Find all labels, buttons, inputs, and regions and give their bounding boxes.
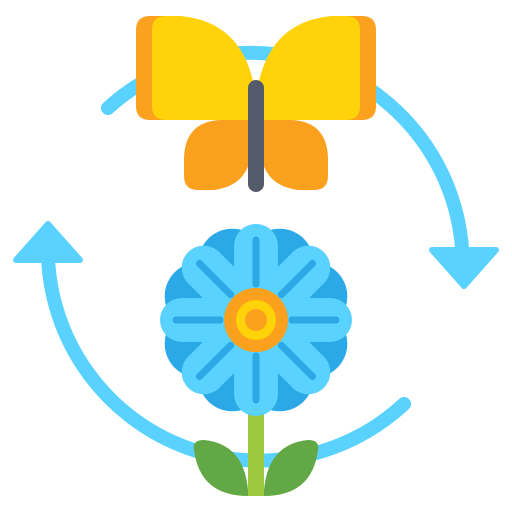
right-upper-wing: [256, 16, 360, 120]
flower-center-dot: [245, 309, 267, 331]
bottom-arc-arrow: [41, 251, 411, 468]
left-lower-wing: [184, 120, 250, 190]
petal-vein: [277, 259, 317, 299]
flower-stem: [248, 395, 264, 496]
right-lower-wing: [262, 120, 328, 190]
left-leaf-icon: [193, 440, 248, 496]
butterfly-icon: [136, 16, 376, 192]
bottom-arrowhead: [13, 221, 83, 263]
petal-vein: [195, 259, 235, 299]
butterfly-body: [248, 80, 264, 192]
stem-icon: [193, 395, 319, 496]
left-upper-wing: [152, 16, 256, 120]
right-leaf-icon: [264, 440, 319, 496]
petal-vein: [277, 341, 317, 381]
flower-icon: [160, 224, 352, 416]
top-arrowhead: [429, 247, 499, 289]
petal-vein: [195, 341, 235, 381]
